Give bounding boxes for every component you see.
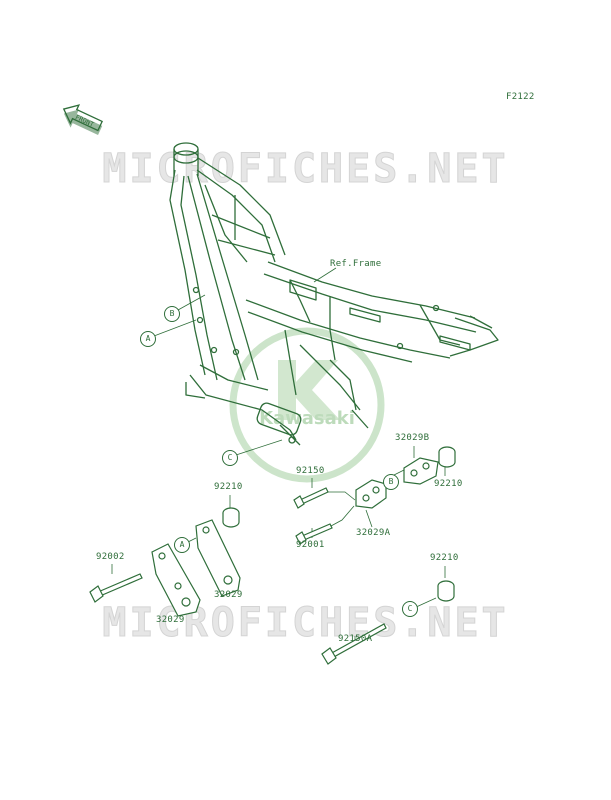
part-32029b-label: 32029B [395, 433, 430, 443]
callout-b-bracket: B [383, 474, 399, 490]
callout-a-plate: A [174, 537, 190, 553]
part-92210-mid-label: 92210 [214, 482, 243, 492]
watermark-top: MICROFICHES.NET [102, 146, 509, 193]
bolt-92150 [293, 487, 329, 509]
part-92150-label: 92150 [296, 466, 325, 476]
part-92001-label: 92001 [296, 540, 325, 550]
collar-92210-lower [437, 580, 455, 602]
part-92210-right-label: 92210 [434, 479, 463, 489]
callout-c-bolt: C [402, 601, 418, 617]
figure-code: F2122 [506, 92, 535, 102]
bracket-32029b [403, 457, 439, 485]
plate-32029-right [195, 519, 241, 597]
watermark-bottom: MICROFICHES.NET [102, 600, 509, 647]
part-32029a-label: 32029A [356, 528, 391, 538]
kawasaki-logo: Kawasaki [229, 327, 385, 483]
part-32029-left-label: 32029 [156, 615, 185, 625]
ref-frame-label: Ref.Frame [330, 259, 382, 269]
plate-32029-left [151, 543, 201, 617]
part-92150a-label: 92150A [338, 634, 373, 644]
bolt-92001 [295, 523, 333, 545]
motorcycle-frame [169, 142, 499, 446]
front-arrow-icon: FRONT [62, 104, 104, 135]
part-92002-label: 92002 [96, 552, 125, 562]
collar-92210-mid [222, 507, 240, 528]
collar-92210-right [438, 446, 456, 468]
callout-c-frame: C [222, 450, 238, 466]
callout-a-frame: A [140, 331, 156, 347]
part-32029-right-label: 32029 [214, 590, 243, 600]
parts [89, 446, 456, 665]
bolt-92150a [321, 623, 387, 665]
logo-text: Kawasaki [259, 408, 355, 429]
callout-b-frame: B [164, 306, 180, 322]
bracket-32029a [355, 479, 387, 509]
part-92210-lower-label: 92210 [430, 553, 459, 563]
bolt-92002 [89, 573, 143, 603]
leader-lines [111, 267, 446, 644]
